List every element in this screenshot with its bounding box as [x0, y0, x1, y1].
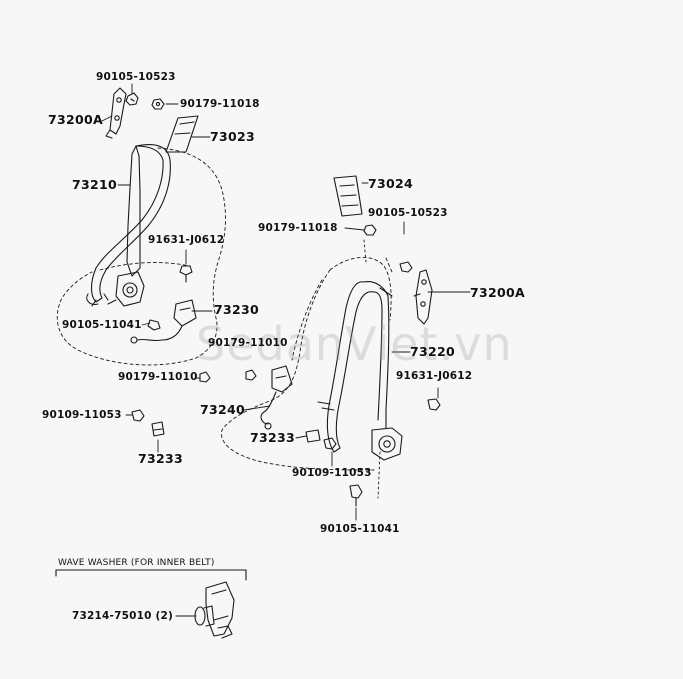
right-cover-73233: [305, 429, 321, 443]
part-label-73230: 73230: [214, 302, 259, 317]
part-label-90179-11010-right: 90179-11010: [208, 337, 288, 349]
left-cover-73023: [165, 115, 199, 153]
left-nut-90179-11018: [151, 98, 165, 110]
part-label-73210: 73210: [72, 177, 117, 192]
left-bolt-90105-10523: [125, 92, 139, 106]
part-label-73214-75010: 73214-75010 (2): [72, 610, 173, 622]
left-bolt-91631-J0612: [179, 265, 193, 283]
left-bolt-90109-11053: [131, 409, 145, 422]
wave-washer-note: WAVE WASHER (FOR INNER BELT): [58, 558, 215, 568]
part-label-90105-10523-right: 90105-10523: [368, 207, 448, 219]
part-label-91631-J0612-right: 91631-J0612: [396, 370, 473, 382]
part-label-73024: 73024: [368, 176, 413, 191]
right-bolt-90105-11041: [349, 484, 363, 507]
part-label-73233-right: 73233: [250, 430, 295, 445]
right-seat-outline: [221, 257, 393, 471]
right-belt-73220: [317, 281, 403, 461]
right-nut-90179-11018: [363, 224, 377, 236]
right-bolt-91631-J0612: [427, 398, 441, 411]
watermark: SedanViet.vn: [196, 317, 513, 371]
part-label-90179-11010-left: 90179-11010: [118, 371, 198, 383]
wave-washer-73214-75010: [194, 605, 215, 627]
part-label-90105-10523-left: 90105-10523: [96, 71, 176, 83]
wave-washer-inset-bracket: [55, 569, 247, 581]
part-label-90109-11053-right: 90109-11053: [292, 467, 372, 479]
part-label-73220: 73220: [410, 344, 455, 359]
part-label-90179-11018-left: 90179-11018: [180, 98, 260, 110]
left-nut-90179-11010: [199, 371, 211, 383]
part-label-73200A-right: 73200A: [470, 285, 525, 300]
leader-lines: [101, 83, 471, 617]
part-label-90179-11018-right: 90179-11018: [258, 222, 338, 234]
part-label-73023: 73023: [210, 129, 255, 144]
right-cover-73024: [333, 175, 363, 217]
left-belt-73210: [86, 143, 171, 307]
right-upper-anchor: [413, 269, 433, 325]
dotted-leaders: [363, 239, 381, 499]
left-cover-73233: [151, 421, 165, 437]
left-bolt-90105-11041: [147, 319, 161, 331]
part-label-90105-11041-right: 90105-11041: [320, 523, 400, 535]
left-buckle-73230: [130, 299, 197, 344]
right-bolt-90109-11053: [323, 437, 337, 450]
part-label-90105-11041-left: 90105-11041: [62, 319, 142, 331]
part-label-91631-J0612-left: 91631-J0612: [148, 234, 225, 246]
part-label-73240: 73240: [200, 402, 245, 417]
part-label-90109-11053-left: 90109-11053: [42, 409, 122, 421]
inner-belt-buckle-sketch: [205, 581, 235, 639]
right-buckle-73240: [260, 365, 293, 430]
right-nut-90179-11010: [245, 369, 257, 381]
left-seat-outline: [56, 147, 226, 366]
part-label-73233-left: 73233: [138, 451, 183, 466]
left-upper-anchor: [105, 87, 127, 139]
part-label-73200A-left: 73200A: [48, 112, 103, 127]
right-bolt-90105-10523: [399, 261, 413, 273]
